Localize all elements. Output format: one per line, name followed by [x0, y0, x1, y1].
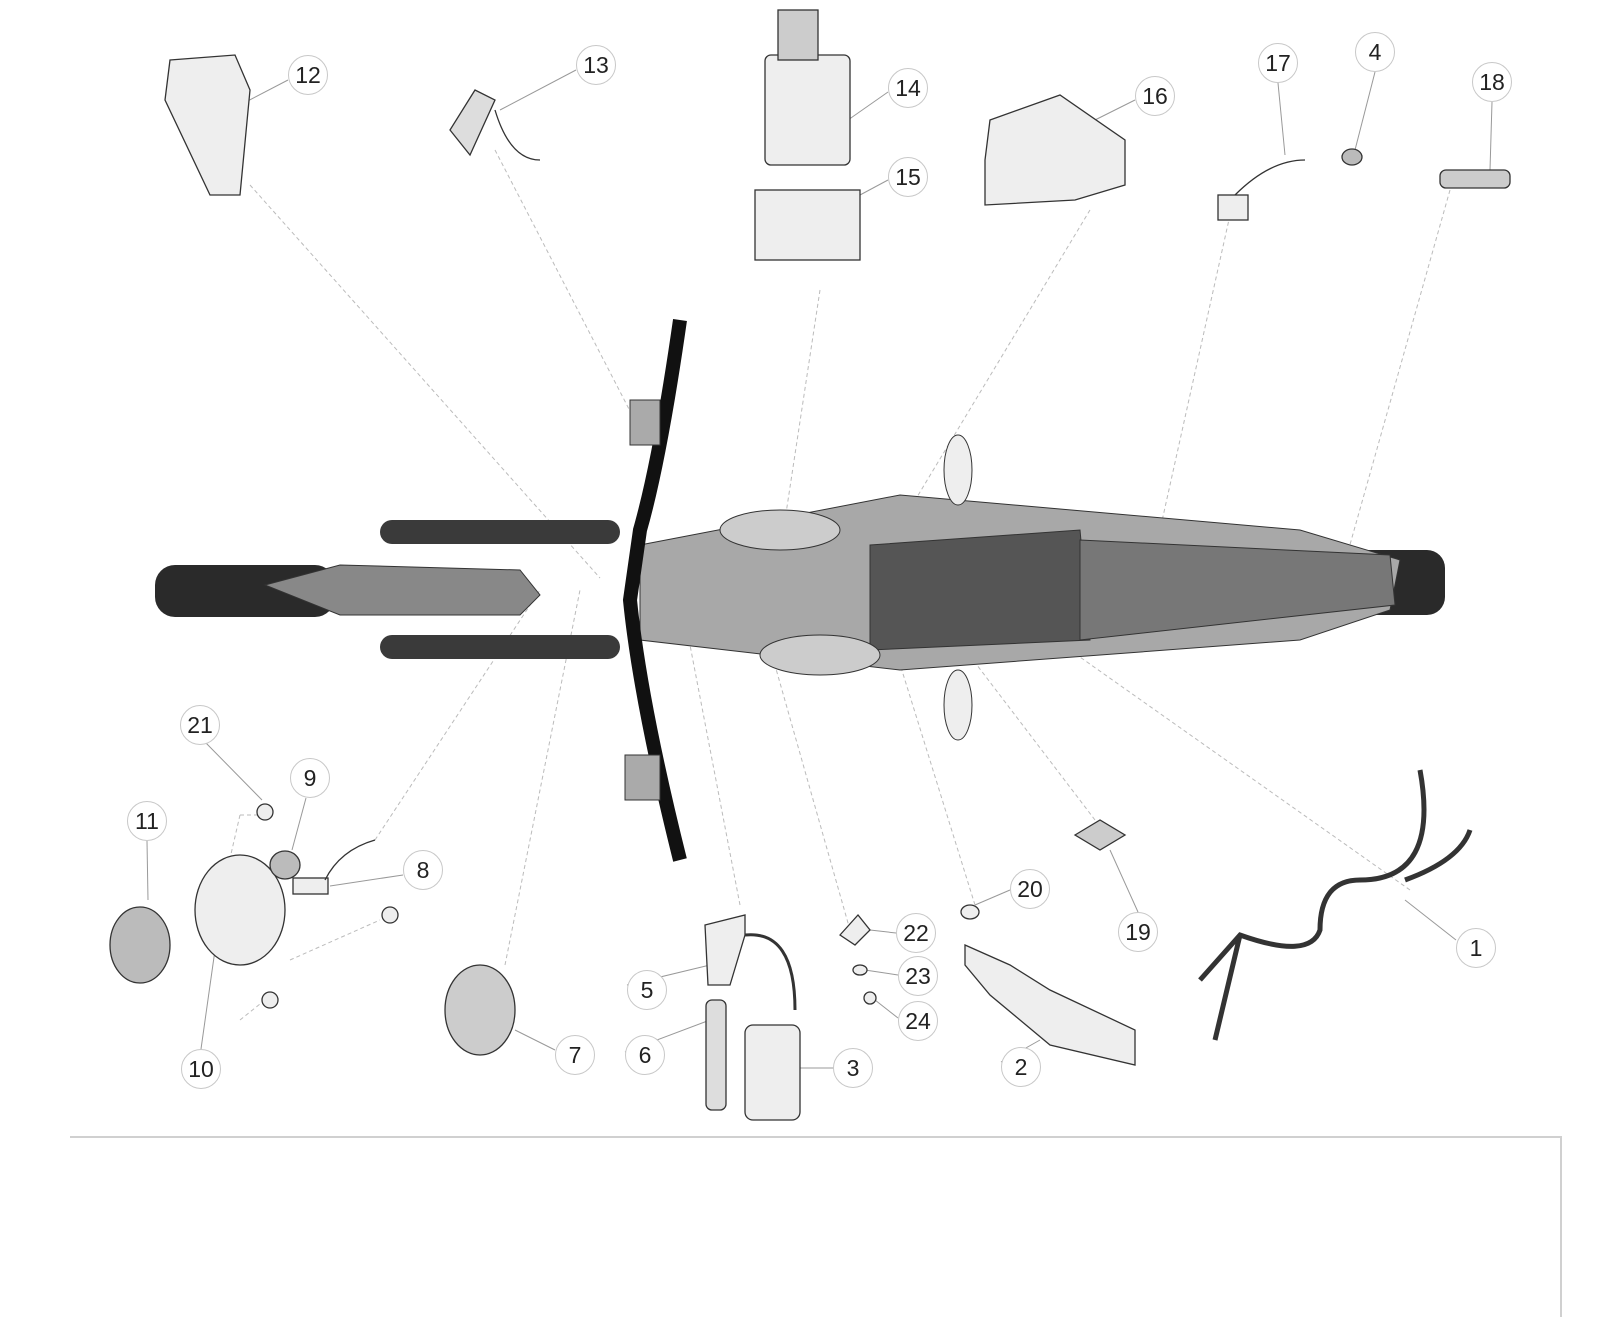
part-18-bulb: [1439, 169, 1511, 189]
motorcycle-top-view: [155, 319, 1445, 862]
callout-2[interactable]: 2: [1001, 1047, 1041, 1087]
part-9-grommet: [269, 850, 301, 880]
callout-11[interactable]: 11: [127, 801, 167, 841]
part-15-holder: [754, 189, 861, 261]
callout-21[interactable]: 21: [180, 705, 220, 745]
part-1-wiring-harness: [1198, 769, 1473, 1041]
callout-1[interactable]: 1: [1456, 928, 1496, 968]
callout-6[interactable]: 6: [625, 1035, 665, 1075]
callout-24[interactable]: 24: [898, 1001, 938, 1041]
callout-13[interactable]: 13: [576, 45, 616, 85]
part-11-headlight: [109, 906, 171, 984]
part-16-bracket: [984, 94, 1126, 206]
callout-17[interactable]: 17: [1258, 43, 1298, 83]
parts: [109, 9, 1511, 1121]
part-12-switch: [164, 54, 251, 196]
callout-5[interactable]: 5: [627, 970, 667, 1010]
part-13-switch: [449, 89, 496, 157]
callout-19[interactable]: 19: [1118, 912, 1158, 952]
part-6-spark-plug: [705, 999, 727, 1111]
part-23-washer: [852, 964, 868, 976]
right-divider: [1560, 1136, 1562, 1317]
callout-14[interactable]: 14: [888, 68, 928, 108]
callout-3[interactable]: 3: [833, 1048, 873, 1088]
callout-16[interactable]: 16: [1135, 76, 1175, 116]
part-24-screw: [863, 991, 877, 1005]
part-4-grommet: [1341, 148, 1363, 166]
part-14-cdi: [764, 54, 851, 166]
part-10-shell: [194, 854, 286, 966]
callout-22[interactable]: 22: [896, 913, 936, 953]
part-21-screw: [256, 803, 274, 821]
part-2-bracket: [964, 943, 1136, 1066]
part-20-nut: [960, 904, 980, 920]
callout-12[interactable]: 12: [288, 55, 328, 95]
callout-18[interactable]: 18: [1472, 62, 1512, 102]
part-22-clip: [839, 913, 871, 946]
part-3-coil: [744, 1024, 801, 1121]
callout-23[interactable]: 23: [898, 956, 938, 996]
callout-4[interactable]: 4: [1355, 32, 1395, 72]
callout-8[interactable]: 8: [403, 850, 443, 890]
part-5-cap: [704, 914, 746, 986]
part-19-clip: [1073, 819, 1127, 851]
callout-7[interactable]: 7: [555, 1035, 595, 1075]
part-17-connector: [1217, 194, 1249, 221]
callout-20[interactable]: 20: [1010, 869, 1050, 909]
leader-lines: [224, 149, 1451, 1021]
callout-15[interactable]: 15: [888, 157, 928, 197]
part-7-horn: [444, 964, 516, 1056]
part-8-connector: [292, 877, 329, 895]
bottom-divider: [70, 1136, 1562, 1138]
callout-10[interactable]: 10: [181, 1049, 221, 1089]
callout-9[interactable]: 9: [290, 758, 330, 798]
